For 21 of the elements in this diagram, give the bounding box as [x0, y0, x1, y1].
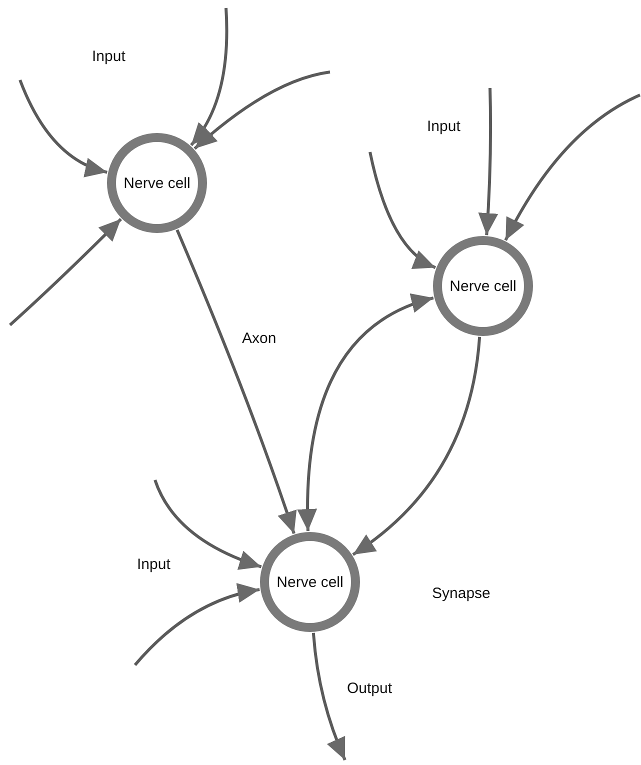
text-label: Input [135, 556, 172, 573]
arrow [298, 294, 434, 532]
arrow [18, 79, 108, 176]
text-label: Synapse [430, 585, 492, 602]
edge-label: Output [345, 680, 394, 697]
text-label: Input [425, 118, 462, 135]
arrow [504, 94, 641, 241]
arrow [478, 88, 498, 236]
arrow [134, 584, 260, 666]
arrow [352, 336, 482, 556]
cell-label: Nerve cell [450, 278, 516, 294]
arrow [176, 229, 297, 534]
text-label: Input [90, 48, 128, 65]
arrow [194, 70, 330, 150]
arrow [154, 479, 262, 570]
arrow [312, 632, 346, 761]
arrow [368, 152, 436, 269]
cell-label: Nerve cell [124, 174, 190, 192]
cell-label: Nerve cell [276, 574, 344, 590]
arrow [9, 218, 122, 326]
arrow [190, 8, 228, 146]
